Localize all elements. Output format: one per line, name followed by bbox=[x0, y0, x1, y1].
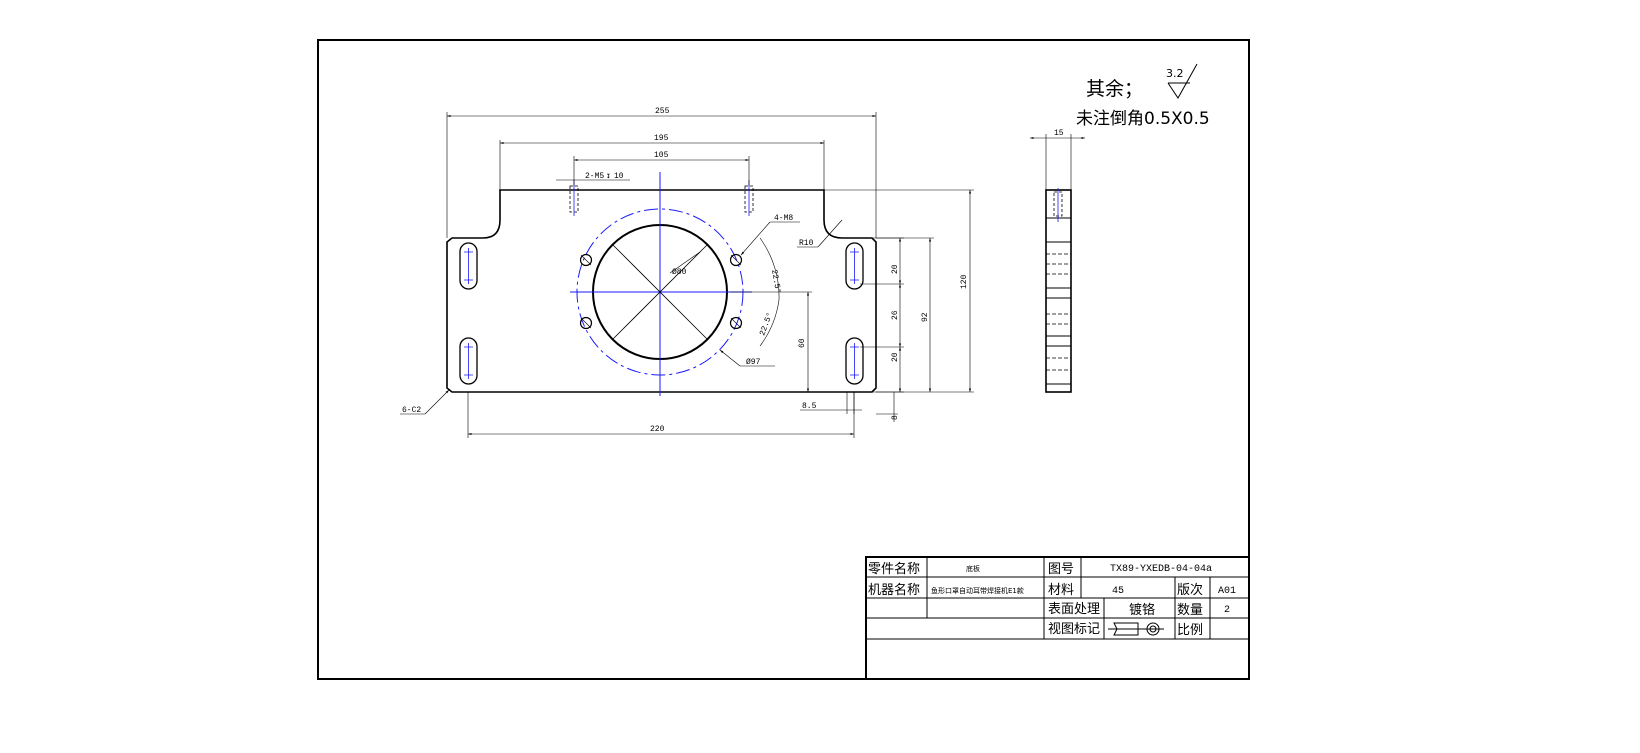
angle-upper-text: 22.5° bbox=[769, 269, 782, 294]
dim-255: 255 bbox=[446, 107, 877, 238]
slot-span-text: 92 bbox=[921, 312, 930, 322]
front-view: 255 195 105 2-M5 ↧ 10 4-M8 bbox=[400, 107, 974, 438]
overall-height-text: 120 bbox=[960, 274, 969, 289]
leader-chamfer: 6-C2 bbox=[400, 389, 450, 415]
slot-center-span-text: 220 bbox=[650, 425, 665, 434]
dim-upper-width-text: 195 bbox=[654, 134, 669, 143]
part-name-label: 零件名称 bbox=[868, 561, 920, 577]
dim-120: 120 bbox=[824, 189, 974, 393]
tapped-depth-text: 10 bbox=[614, 172, 624, 181]
dim-hole-spacing-text: 105 bbox=[654, 151, 669, 160]
drawing-no-value: TX89-YXEDB-04-04a bbox=[1110, 564, 1212, 575]
bolt-hole bbox=[729, 253, 743, 267]
machine-name-label: 机器名称 bbox=[868, 582, 920, 598]
bottom-offset-text: 8 bbox=[891, 415, 900, 420]
dim-220: 220 bbox=[467, 392, 855, 438]
bolt-hole bbox=[729, 316, 743, 330]
roughness-label: 其余； bbox=[1086, 78, 1143, 100]
roughness-symbol-icon bbox=[1167, 63, 1198, 99]
dim-bottom-offsets: 8.5 8 bbox=[800, 392, 900, 422]
chamfer-note: 未注倒角0.5X0.5 bbox=[1076, 109, 1210, 129]
dim-60: 60 bbox=[730, 291, 812, 392]
material-value: 45 bbox=[1112, 586, 1124, 597]
drawing-border bbox=[317, 39, 1250, 680]
slot-spacing-text: 26 bbox=[891, 310, 900, 320]
leader-radius: R10 bbox=[797, 219, 843, 248]
bore-diag-2 bbox=[612, 244, 708, 340]
chamfers-text: 6-C2 bbox=[402, 406, 421, 415]
machine-name-value: 鱼形口罩自动耳带焊接机E1款 bbox=[931, 586, 1024, 595]
bolt-holes bbox=[579, 253, 743, 330]
depth-symbol-icon: ↧ bbox=[606, 172, 611, 181]
slot-lower-text: 20 bbox=[891, 352, 900, 362]
dim-slots: 20 26 20 bbox=[860, 237, 904, 393]
quantity-label: 数量 bbox=[1177, 603, 1203, 618]
quantity-value: 2 bbox=[1224, 605, 1230, 616]
dim-105: 105 bbox=[573, 151, 750, 186]
material-label: 材料 bbox=[1048, 583, 1074, 598]
bolt-circle-text: Ø97 bbox=[746, 358, 761, 367]
surface-value: 镀铬 bbox=[1129, 602, 1155, 618]
roughness-value: 3.2 bbox=[1166, 67, 1184, 80]
scale-label: 比例 bbox=[1177, 623, 1203, 638]
drawing-no-label: 图号 bbox=[1048, 562, 1074, 577]
bore-diameter-text: Ø80 bbox=[672, 268, 687, 277]
leader-bore: Ø80 bbox=[669, 251, 701, 277]
bore-height-text: 60 bbox=[798, 338, 807, 348]
revision-value: A01 bbox=[1218, 586, 1236, 597]
bolt-holes-text: 4-M8 bbox=[774, 214, 793, 223]
bolt-hole bbox=[579, 316, 593, 330]
dim-195: 195 bbox=[499, 134, 825, 190]
part-name-value: 底板 bbox=[966, 564, 980, 573]
leader-bolt-holes: 4-M8 bbox=[740, 214, 800, 256]
roughness-note: 其余； 3.2 bbox=[1086, 63, 1198, 100]
side-view: 15 bbox=[1030, 129, 1085, 393]
slot-upper-text: 20 bbox=[891, 264, 900, 274]
projection-symbol-icon bbox=[1108, 622, 1164, 636]
side-outline bbox=[1045, 189, 1072, 393]
view-label: 视图标记 bbox=[1048, 622, 1100, 637]
tapped-holes-text: 2-M5 bbox=[585, 172, 604, 181]
mounting-slots bbox=[459, 242, 864, 385]
bolt-hole bbox=[579, 253, 593, 267]
slot-edge-text: 8.5 bbox=[802, 402, 817, 411]
corner-radius-text: R10 bbox=[799, 239, 814, 248]
tapped-holes bbox=[569, 180, 754, 216]
thickness-text: 15 bbox=[1054, 129, 1064, 138]
leader-tapped: 2-M5 ↧ 10 bbox=[556, 172, 630, 181]
dim-overall-width-text: 255 bbox=[655, 107, 670, 116]
leader-bolt-circle: Ø97 bbox=[719, 349, 775, 367]
title-block: 零件名称 底板 图号 TX89-YXEDB-04-04a 机器名称 鱼形口罩自动… bbox=[865, 556, 1250, 680]
revision-label: 版次 bbox=[1177, 582, 1203, 598]
surface-label: 表面处理 bbox=[1048, 602, 1100, 617]
dim-92: 92 bbox=[876, 237, 934, 392]
